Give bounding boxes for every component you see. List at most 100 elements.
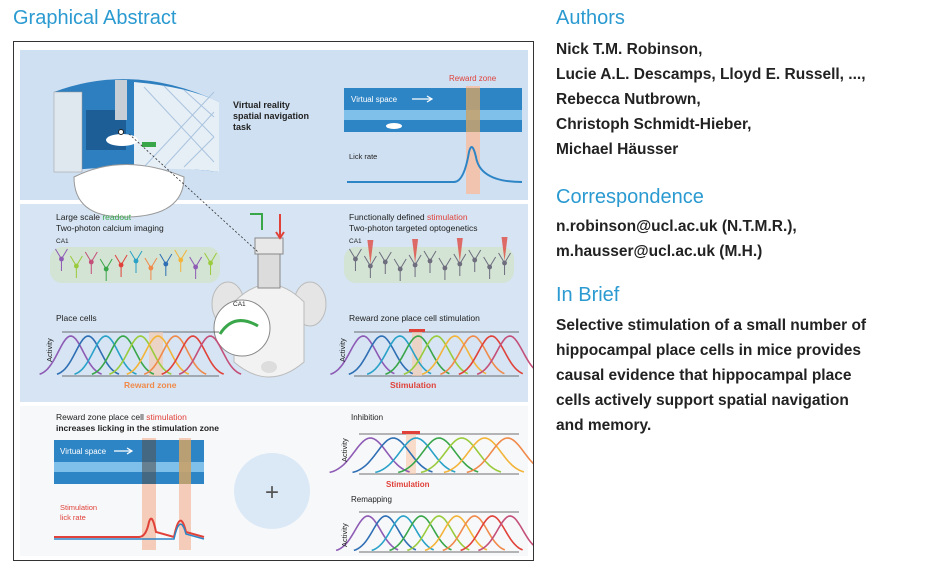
stimulation-beam <box>501 237 508 261</box>
author-line: Nick T.M. Robinson, <box>556 41 703 58</box>
bottom-title: Reward zone place cell stimulation <box>56 412 187 422</box>
place-field-curve <box>39 335 102 375</box>
virtual-track-bottom: Virtual space <box>54 440 204 484</box>
neuron-soma <box>148 265 154 271</box>
place-field-curve <box>366 335 432 375</box>
place-field-curve <box>143 335 207 375</box>
virtual-space-label-bottom: Virtual space <box>60 447 107 456</box>
plus-circle <box>234 453 310 529</box>
place-field-curve <box>398 437 479 474</box>
plus-icon: + <box>265 479 279 506</box>
vr-task-line: task <box>233 122 252 132</box>
place-field-curve <box>440 335 505 375</box>
place-field-curve <box>335 515 399 552</box>
neuron-soma <box>427 258 433 264</box>
place-field-curve <box>330 335 395 375</box>
neuron-soma <box>178 257 184 263</box>
place-field-curve <box>421 335 487 375</box>
neuron-soma <box>382 259 388 265</box>
neuron-soma <box>73 263 79 269</box>
in-brief-text: Selective stimulation of a small number … <box>556 313 866 438</box>
place-field-curve <box>476 335 542 375</box>
stimulation-arrow-icon <box>275 231 285 240</box>
email-line[interactable]: m.hausser@ucl.ac.uk (M.H.) <box>556 243 763 260</box>
vr-task-line: spatial navigation <box>233 111 309 121</box>
calcium-imaging-label: Two-photon calcium imaging <box>56 223 164 233</box>
control-lick-trace <box>54 523 205 540</box>
inhibition-stim-label: Stimulation <box>386 480 430 489</box>
graphical-abstract-heading: Graphical Abstract <box>13 7 177 29</box>
neuron-soma <box>487 264 493 270</box>
graphical-abstract-figure: Virtual reality spatial navigation task … <box>13 41 548 561</box>
mouse-head-illustration: CA1 <box>128 133 327 378</box>
activity-axis-label: Activity <box>338 338 347 362</box>
lick-rate-label: Lick rate <box>349 152 377 161</box>
virtual-space-label: Virtual space <box>351 95 398 104</box>
place-field-curve <box>389 515 452 552</box>
place-field-curve <box>161 335 224 375</box>
stimulation-beam <box>367 240 374 264</box>
place-field-curve <box>460 515 523 552</box>
vr-task-label: Virtual reality spatial navigation task <box>233 100 309 132</box>
zone-band <box>412 332 422 376</box>
neuron-soma <box>397 266 403 272</box>
place-field-curve <box>353 515 417 552</box>
neuron-soma <box>118 262 124 268</box>
stimulation-beam <box>412 239 419 263</box>
stim-lick-trace <box>54 517 205 539</box>
in-brief-line: Selective stimulation of a small number … <box>556 317 867 334</box>
place-field-curve <box>424 515 488 552</box>
readout-arrow-icon <box>250 213 263 230</box>
bottom-title-line2: increases licking in the stimulation zon… <box>56 423 219 433</box>
place-field-curve <box>178 335 242 375</box>
activity-axis-label: Activity <box>340 438 349 462</box>
neuron-soma <box>133 258 139 264</box>
neuron-soma <box>442 265 448 271</box>
reward-zone-plot-label: Reward zone <box>124 380 177 390</box>
place-field-curve <box>442 515 506 552</box>
neurons-right <box>349 237 511 281</box>
in-brief-line: causal evidence that hippocampal place <box>556 367 852 384</box>
neurons-left <box>55 248 217 281</box>
ca1-layer-right <box>344 247 514 283</box>
neuron-soma <box>353 256 358 262</box>
stimulation-plot-label: Stimulation <box>390 380 436 390</box>
place-field-curve <box>74 335 137 375</box>
place-field-curve <box>407 515 470 552</box>
author-line: Rebecca Nutbrown, <box>556 91 701 108</box>
correspondence-heading: Correspondence <box>556 186 704 208</box>
vr-dome-illustration <box>53 79 219 218</box>
correspondence-list: n.robinson@ucl.ac.uk (N.T.M.R.), m.hauss… <box>556 214 797 264</box>
ca1-label-left: CA1 <box>56 238 69 245</box>
mouse-icon <box>386 123 402 129</box>
arrow-right-icon <box>114 447 134 455</box>
virtual-track-top: Virtual space <box>344 88 522 132</box>
place-field-curve <box>371 515 435 552</box>
place-field-curve <box>375 437 456 474</box>
in-brief-line: and memory. <box>556 417 652 434</box>
rz-stimulation-title: Reward zone place cell stimulation <box>349 313 480 323</box>
place-field-curve <box>109 335 172 375</box>
author-line: Lucie A.L. Descamps, Lloyd E. Russell, .… <box>556 66 866 83</box>
place-field-curve <box>91 335 155 375</box>
email-line[interactable]: n.robinson@ucl.ac.uk (N.T.M.R.), <box>556 218 797 235</box>
place-field-curve <box>385 335 450 375</box>
activity-axis-label: Activity <box>45 338 54 362</box>
author-line: Christoph Schmidt-Hieber, <box>556 116 752 133</box>
in-brief-line: cells actively support spatial navigatio… <box>556 392 849 409</box>
neuron-soma <box>59 256 64 262</box>
stimulation-title: Functionally defined stimulation <box>349 212 468 222</box>
place-field-curve <box>458 335 524 375</box>
stim-lick-label: lick rate <box>60 513 86 522</box>
lick-rate-trace <box>347 146 523 183</box>
neuron-soma <box>208 260 213 266</box>
neuron-soma <box>502 260 507 266</box>
neuron-soma <box>193 264 199 270</box>
ca1-label-center: CA1 <box>233 301 246 308</box>
activity-axis-label: Activity <box>340 523 349 547</box>
neuron-soma <box>367 263 373 269</box>
stimulation-bar <box>409 329 425 332</box>
place-field-curve <box>329 437 410 474</box>
optogenetics-label: Two-photon targeted optogenetics <box>349 223 478 233</box>
inhibition-title: Inhibition <box>351 413 383 422</box>
